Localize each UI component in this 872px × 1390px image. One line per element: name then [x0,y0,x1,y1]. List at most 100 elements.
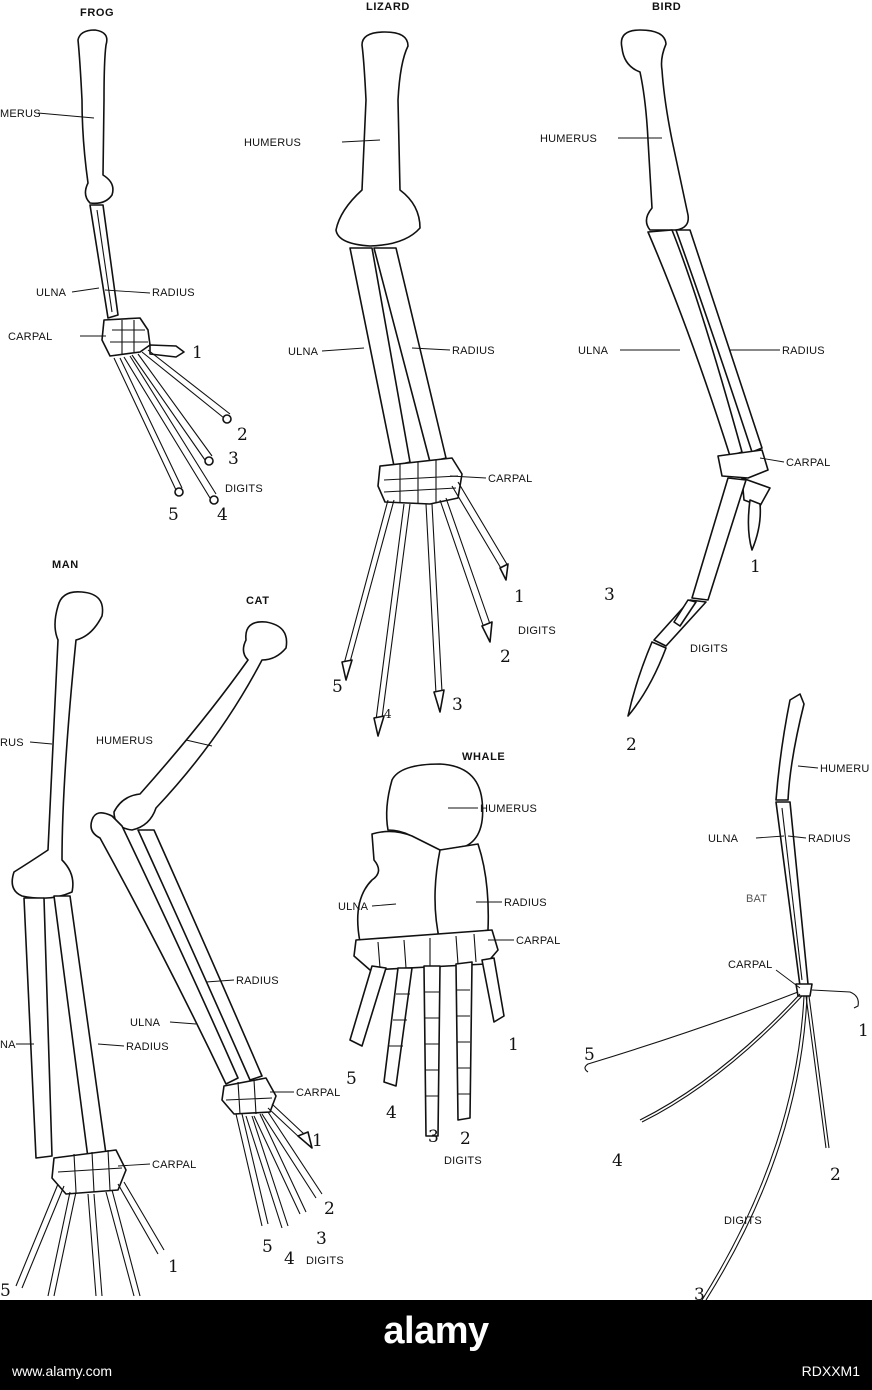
cat-title: CAT [246,595,270,607]
bat-skeleton: HUMERU ULNA RADIUS BAT CARPAL 1 5 4 2 DI… [584,693,869,1300]
bird-humerus [620,29,690,231]
lizard-digit-5-label: 5 [332,677,343,697]
bat-digit-5-label: 5 [584,1045,595,1065]
man-ulna-label: NA [0,1039,16,1051]
cat-ulna-leader [169,1021,197,1025]
frog-humerus-label: MERUS [0,108,41,120]
whale-digit-4-label: 4 [386,1103,397,1123]
frog-digit-5-label: 5 [168,505,179,525]
whale-carpal-label: CARPAL [516,935,560,947]
bird-digit-2-label: 2 [626,735,637,755]
bird-ulna-label: ULNA [578,345,609,357]
lizard-claw-1 [499,563,509,581]
whale-skeleton: WHALE HUMERUS ULNA RADIUS CARPAL 1 2 3 4… [338,751,560,1167]
cat-radius-label: RADIUS [236,975,279,987]
bird-title: BIRD [652,1,681,13]
man-radius-label: RADIUS [126,1041,169,1053]
bat-digit-4 [639,993,803,1123]
whale-radius-label: RADIUS [504,897,547,909]
cat-digits-label: DIGITS [306,1255,344,1267]
lizard-digit-4 [375,503,411,721]
bird-humerus-label: HUMERUS [540,133,597,145]
whale-digit-3 [423,965,441,1137]
frog-carpal-seams [110,320,148,354]
lizard-claw-2 [481,621,493,643]
frog-digit-1-label: 1 [192,343,203,363]
stock-footer-banner: alamy www.alamy.com RDXXM1 [0,1300,872,1390]
man-radius [53,895,107,1159]
bird-metacarpal [691,477,747,601]
cat-humerus-leader [185,739,213,747]
man-carpal-seams [57,1149,123,1193]
cat-digit-3 [253,1113,307,1215]
cat-digit-2 [261,1111,323,1199]
man-humerus-label: RUS [0,737,24,749]
cat-carpal-label: CARPAL [296,1087,340,1099]
bat-ulna-leader [755,835,785,839]
lizard-humerus [335,31,421,247]
bird-digit-3-label: 3 [604,585,615,605]
frog-humerus-leader [37,112,95,119]
man-digit-5 [15,1183,65,1289]
bird-digits-label: DIGITS [690,643,728,655]
man-radius-leader [97,1043,125,1047]
man-digit-3 [87,1193,103,1297]
man-carpal-leader [117,1163,151,1167]
frog-digit-4 [123,355,217,499]
bat-digit-3-label: 3 [694,1285,705,1300]
frog-digit-3-label: 3 [228,449,239,469]
man-carpal-label: CARPAL [152,1159,196,1171]
frog-radius-leader [104,289,151,294]
man-skeleton: MAN RUS NA RADIUS CARPAL 1 5 [0,559,196,1300]
bat-title: BAT [746,893,767,905]
bird-skeleton: BIRD HUMERUS ULNA RADIUS CARPAL 1 3 DIGI… [540,1,830,755]
bat-digit-2 [805,995,830,1149]
frog-digit-1 [149,344,185,358]
lizard-digit-5 [343,499,395,665]
whale-ulna [356,830,441,943]
frog-digit-3-tip [204,456,214,466]
whale-digit-3-label: 3 [428,1127,439,1147]
cat-skeleton: CAT HUMERUS RADIUS ULNA CARPAL 1 2 3 DIG… [90,595,344,1269]
bird-digit-1 [747,499,762,551]
lizard-digit-3-label: 3 [452,695,463,715]
lizard-humerus-leader [341,139,381,143]
bat-carpals [795,983,813,997]
whale-humerus-label: HUMERUS [480,803,537,815]
alamy-logo: alamy [383,1310,489,1352]
cat-digit-4-label: 4 [284,1249,295,1269]
man-ulna [23,897,53,1159]
cat-digit-4 [245,1115,289,1229]
frog-skeleton: FROG MERUS ULNA RADIUS CARPAL 1 2 3 DIGI… [0,7,263,525]
bird-digit-1-label: 1 [750,557,761,577]
bat-digit-5 [584,991,799,1073]
man-digit-5-label: 5 [0,1281,11,1300]
cat-ulna [90,812,239,1085]
cat-ulna-label: ULNA [130,1017,161,1029]
lizard-ulna-leader [321,347,365,352]
cat-claw-1 [297,1131,313,1149]
lizard-claw-4 [373,715,385,737]
lizard-digit-1-label: 1 [514,587,525,607]
whale-digit-2 [455,961,473,1121]
bird-radius-label: RADIUS [782,345,825,357]
man-humerus [11,590,104,900]
bat-carpal-leader [775,969,801,989]
lizard-claw-5 [341,659,353,681]
cat-carpal-seams [225,1079,273,1115]
man-carpals [51,1149,127,1195]
lizard-digit-2-label: 2 [500,647,511,667]
lizard-claw-3 [433,689,445,713]
bat-digit-2-label: 2 [830,1165,841,1185]
whale-ulna-label: ULNA [338,901,369,913]
cat-digit-5 [235,1113,269,1227]
whale-digit-2-joints [456,989,470,1095]
lizard-digit-1 [451,481,509,571]
lizard-carpals [377,457,463,505]
frog-digit-4-tip [209,495,219,505]
cat-radius-leader [205,979,235,983]
cat-digit-5-label: 5 [262,1237,273,1257]
whale-digit-4-joints [389,993,410,1047]
bird-radius [675,229,763,453]
bat-humerus [775,693,805,801]
